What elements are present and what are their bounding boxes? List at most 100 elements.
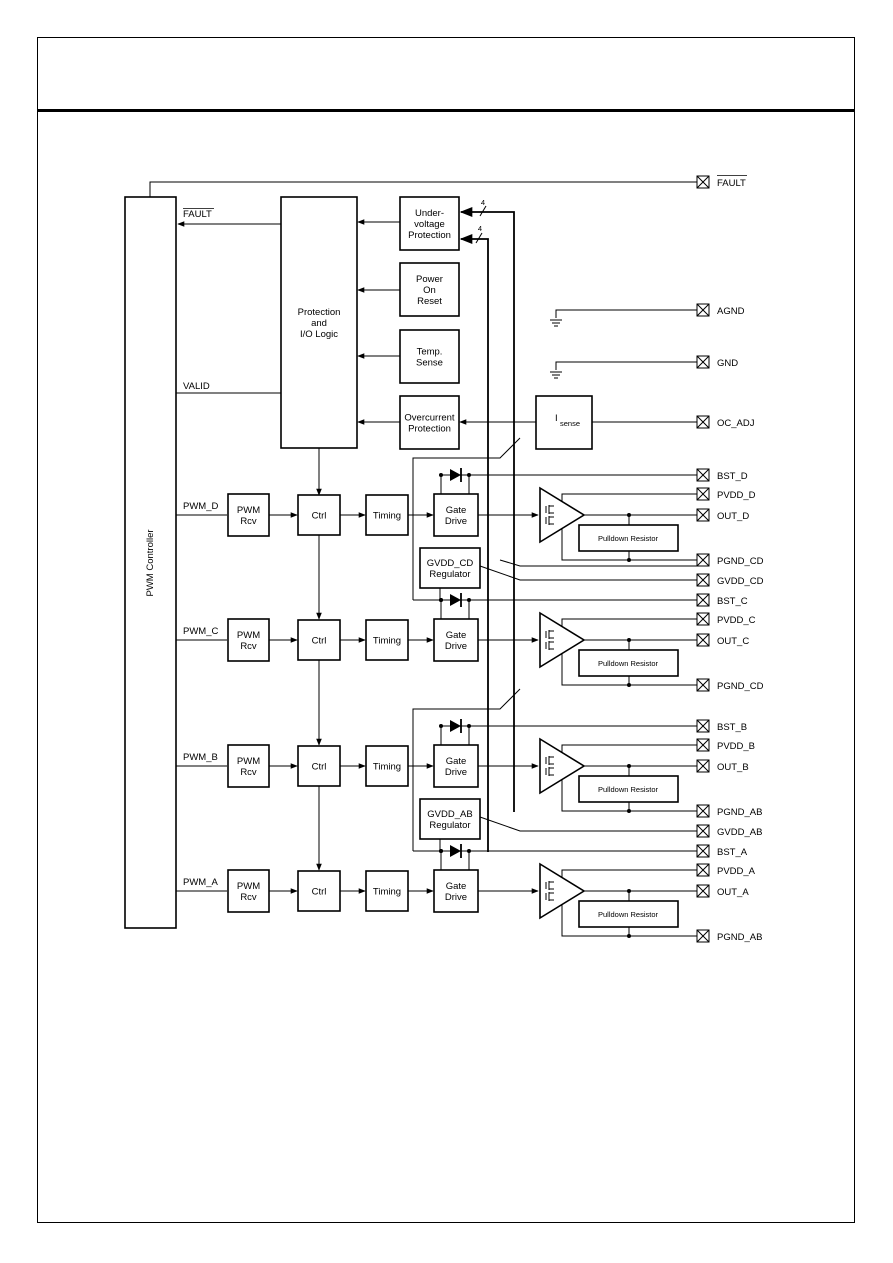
pin-pgnd-pad-x2: [696, 678, 710, 692]
gnd-wire: [555, 361, 697, 370]
pin-bst-label: BST_B: [717, 722, 747, 733]
pin-pvdd-pad-x2: [696, 612, 710, 626]
pwm-rcv-block-label: PWM: [237, 881, 260, 892]
pvdd-wire: [561, 618, 697, 626]
gate-drive-block-label: Drive: [445, 516, 467, 527]
pgnd-wire: [561, 905, 697, 937]
regulator-block-label: GVDD_AB: [427, 809, 472, 820]
pin-out-label: OUT_A: [717, 887, 749, 898]
pin-bst-label: BST_A: [717, 847, 748, 858]
pin-pvdd-label: PVDD_A: [717, 866, 756, 877]
gate-drive-block-label: Drive: [445, 767, 467, 778]
gvdd-feed-wire: [413, 839, 441, 852]
pin-pgnd-label: PGND_CD: [717, 556, 764, 567]
pulldown-resistor-block: [578, 775, 679, 803]
output-stage-amp: [539, 486, 586, 544]
por-block: [399, 262, 460, 317]
protection-logic-block-label: and: [311, 318, 327, 329]
ctrl-block-label: Ctrl: [312, 511, 327, 522]
ctrl-block: [297, 494, 341, 536]
pin-bst-pad-x2: [696, 468, 710, 482]
por-block-label: On: [423, 285, 436, 296]
pin-gnd-label: GND: [717, 358, 738, 369]
gate-drive-block: [433, 618, 479, 662]
pin-oc-adj-pad-x2: [696, 415, 710, 429]
pulldown-resistor-block: [578, 649, 679, 677]
gate-drive-block-label: Drive: [445, 641, 467, 652]
gate-drive-block: [433, 744, 479, 788]
pin-out-pad-x2: [696, 759, 710, 773]
ocp-block: [399, 395, 460, 450]
diode-icon: [450, 594, 461, 606]
timing-block: [365, 494, 409, 536]
gate-drive-block: [433, 869, 479, 913]
pwm-controller-label: PWM Controller: [145, 529, 156, 596]
pin-pvdd-label: PVDD_C: [717, 615, 756, 626]
por-block-label: Power: [416, 274, 443, 285]
header-rule: [37, 109, 855, 112]
pin-bst-pad-x2: [696, 593, 710, 607]
protection-logic-block-label: I/O Logic: [300, 329, 338, 340]
isense-label: I: [555, 413, 558, 424]
uvp-block: [399, 196, 460, 251]
ctrl-block-label: Ctrl: [312, 762, 327, 773]
agnd-wire: [555, 309, 697, 318]
timing-block-label: Timing: [373, 887, 401, 898]
pin-gvdd-label: GVDD_CD: [717, 576, 764, 587]
output-stage-amp: [539, 611, 586, 669]
regulator-block-label: Regulator: [429, 569, 470, 580]
pin-gnd-pad-x2: [696, 355, 710, 369]
pin-pgnd-pad-x2: [696, 553, 710, 567]
uvp-block-label: Protection: [408, 230, 451, 241]
protection-logic-block-label: Protection: [298, 307, 341, 318]
regulator-block-label: Regulator: [429, 820, 470, 831]
pwm-rcv-block-label: PWM: [237, 630, 260, 641]
timing-block: [365, 745, 409, 787]
pin-out-label: OUT_C: [717, 636, 749, 647]
timing-block: [365, 870, 409, 912]
pin-pvdd-label: PVDD_B: [717, 741, 755, 752]
pulldown-resistor-label: Pulldown Resistor: [598, 785, 659, 794]
pin-fault-label: FAULT: [717, 178, 746, 189]
pwm-rcv-block-label: Rcv: [240, 516, 257, 527]
pin-pgnd-pad-x2: [696, 929, 710, 943]
uvp-bus-1: [459, 206, 515, 812]
pwm-input-label: PWM_B: [183, 752, 218, 763]
ctrl-block-label: Ctrl: [312, 636, 327, 647]
ctrl-block-label: Ctrl: [312, 887, 327, 898]
pin-pvdd-pad-x2: [696, 487, 710, 501]
fault-wire: [149, 181, 697, 197]
pin-gvdd-label: GVDD_AB: [717, 827, 762, 838]
pwm-rcv-block-label: Rcv: [240, 767, 257, 778]
pin-bst-pad-x2: [696, 844, 710, 858]
pin-fault-pad-x2: [696, 175, 710, 189]
pin-out-pad-x2: [696, 508, 710, 522]
page-frame: [37, 37, 855, 1223]
pin-pvdd-label: PVDD_D: [717, 490, 756, 501]
pwm-input-label: PWM_A: [183, 877, 219, 888]
timing-block-label: Timing: [373, 511, 401, 522]
uvp-block-label: Under-: [415, 208, 444, 219]
ocp-block-label: Protection: [408, 424, 451, 435]
gvdd-wire: [479, 816, 697, 832]
ctrl-block: [297, 745, 341, 787]
diode-icon: [450, 845, 461, 857]
pwm-rcv-block-label: PWM: [237, 505, 260, 516]
pvdd-wire: [561, 869, 697, 877]
bst-feed-wire: [499, 559, 697, 567]
pwm-input-label: PWM_D: [183, 501, 219, 512]
bus-slash: [479, 205, 487, 217]
pgnd-wire: [561, 780, 697, 812]
temp-block-label: Temp.: [417, 347, 443, 358]
pin-out-pad-x2: [696, 633, 710, 647]
bus-width-label: 4: [481, 198, 485, 207]
pwm-controller-block: [124, 196, 177, 929]
pvdd-wire: [561, 493, 697, 501]
junction-dot: [439, 849, 443, 853]
gate-drive-block-label: Gate: [446, 505, 467, 516]
gvdd-wire: [479, 565, 697, 581]
gate-drive-block-label: Gate: [446, 881, 467, 892]
uvp-bus-2: [459, 233, 489, 852]
output-stage-amp: [539, 862, 586, 920]
diode-icon: [450, 469, 461, 481]
